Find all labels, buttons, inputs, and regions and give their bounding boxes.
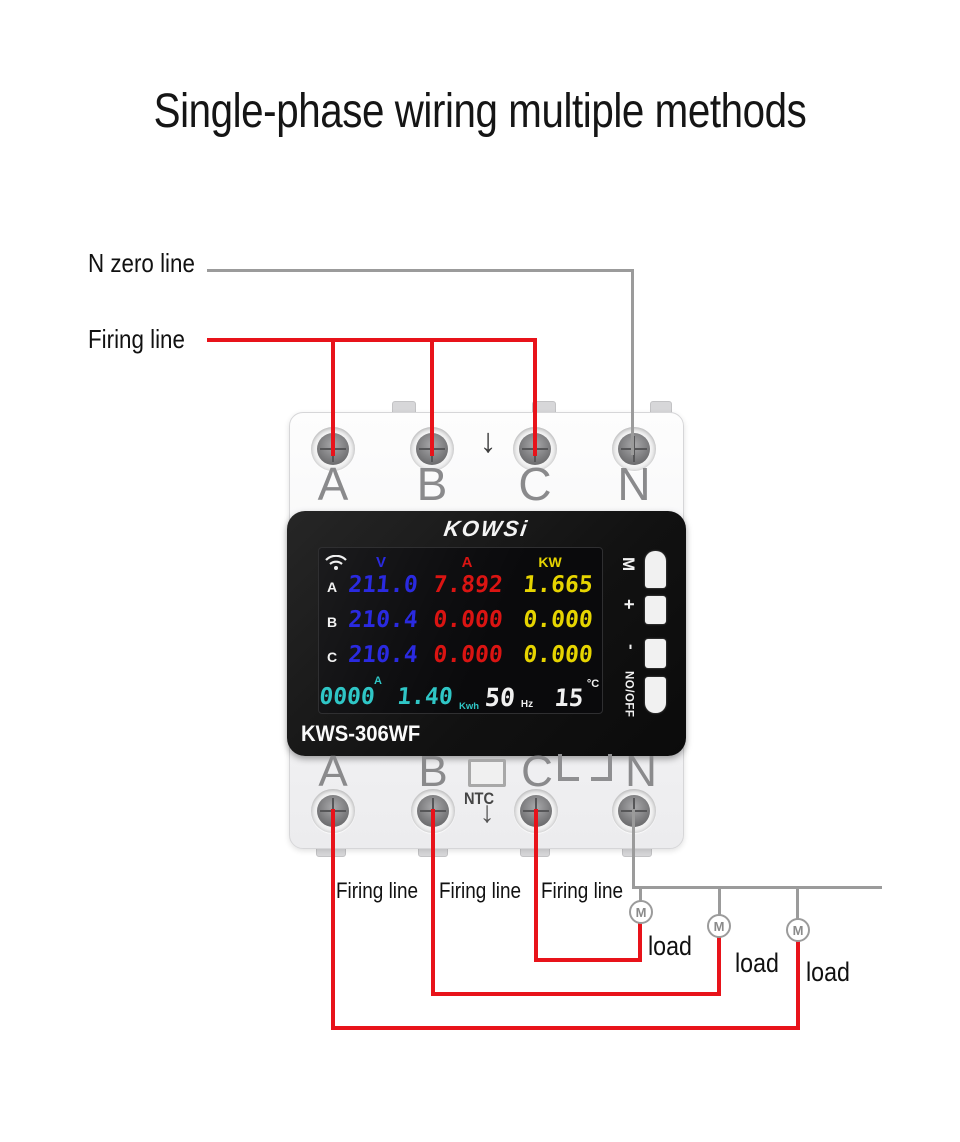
wifi-icon [325,555,347,570]
page-title: Single-phase wiring multiple methods [153,85,807,138]
wire-firing-top-a [331,338,335,456]
button-label-plus: + [619,599,639,610]
ntc-port [468,759,506,787]
load-label-2: load [735,948,779,978]
motor-icon: M [629,900,653,924]
terminal-letter-top-n: N [617,458,651,510]
wire-neutral-top-vertical [631,269,634,455]
current-value: 0.000 [432,607,504,633]
model-label: KWS-306WF [301,721,421,746]
phase-row-label: A [327,579,338,595]
voltage-value: 211.0 [347,572,419,598]
brand-logo: KOWSi [442,516,531,541]
n-zero-line-label: N zero line [88,248,195,278]
terminal-letter-bottom-a: A [318,747,348,796]
wire-load-a-riser [796,940,800,1030]
wire-motor-3-drop [796,889,799,921]
terminal-letter-top-a: A [317,458,349,510]
load-label-3: load [806,957,850,987]
no-off-button [645,677,666,713]
wire-motor-1-drop [639,889,642,903]
firing-line-annotation-3: Firing line [541,878,624,903]
firing-line-label: Firing line [88,324,185,354]
load-label-1: load [648,931,692,961]
wire-firing-top-b [430,338,434,456]
wire-firing-top-bus [207,338,537,342]
wire-neutral-top-horizontal [207,269,633,272]
current-header: A [461,554,473,571]
wire-load-c-riser [638,922,642,962]
frequency-value: 50 [483,683,517,712]
phase-row-label: C [327,649,338,665]
terminal-letter-top-c: C [518,458,552,510]
firing-line-annotation-2: Firing line [439,878,522,903]
m-button [645,551,666,588]
current-total-value: 1.40 [396,684,454,710]
power-header: KW [538,554,562,570]
amp-total-header: A [374,675,382,687]
wire-load-a-vertical [331,809,335,1030]
wire-load-c-vertical [534,809,538,962]
power-value: 0.000 [522,607,594,633]
motor-icon: M [707,914,731,938]
voltage-value: 210.4 [347,607,419,633]
terminal-top-n [612,427,656,471]
wire-neutral-bus [632,886,882,889]
wire-firing-top-c [533,338,537,456]
button-label-minus: - [622,644,641,650]
button-label-m: M [619,557,638,572]
wire-motor-2-drop [718,889,721,917]
current-value: 7.892 [432,572,504,598]
plus-button [645,596,666,624]
wire-neutral-bottom-vertical [632,809,635,889]
terminal-letter-bottom-n: N [625,747,657,796]
minus-button [645,639,666,668]
wire-load-c-horizontal [534,958,642,962]
ntc-down-arrow-icon: ↓ [479,796,495,829]
terminal-letter-bottom-b: B [418,747,448,796]
ntc-label: NTC [464,789,495,808]
terminal-top-b [410,427,454,471]
wire-load-b-horizontal [431,992,721,996]
wire-load-b-vertical [431,809,435,996]
power-value: 0.000 [522,642,594,668]
wire-load-b-riser [717,936,721,996]
display-screen [318,547,603,714]
voltage-header: V [375,554,386,571]
wire-load-a-horizontal [331,1026,800,1030]
terminal-letter-top-b: B [416,458,448,510]
button-label-no-off: NO/OFF [622,671,635,718]
switch-bracket-icon [591,754,612,781]
energy-digits: 0000 [318,684,376,710]
phase-row-label: B [327,614,338,630]
voltage-value: 210.4 [347,642,419,668]
motor-icon: M [786,918,810,942]
temperature-unit-label: °C [586,678,600,690]
switch-bracket-icon [558,754,579,781]
firing-line-annotation-1: Firing line [336,878,419,903]
terminal-letter-bottom-c: C [521,747,553,796]
down-arrow-icon: ↓ [479,422,497,460]
current-value: 0.000 [432,642,504,668]
energy-unit-label: Kwh [458,701,480,712]
frequency-unit-label: Hz [520,699,534,710]
power-value: 1.665 [522,572,594,598]
